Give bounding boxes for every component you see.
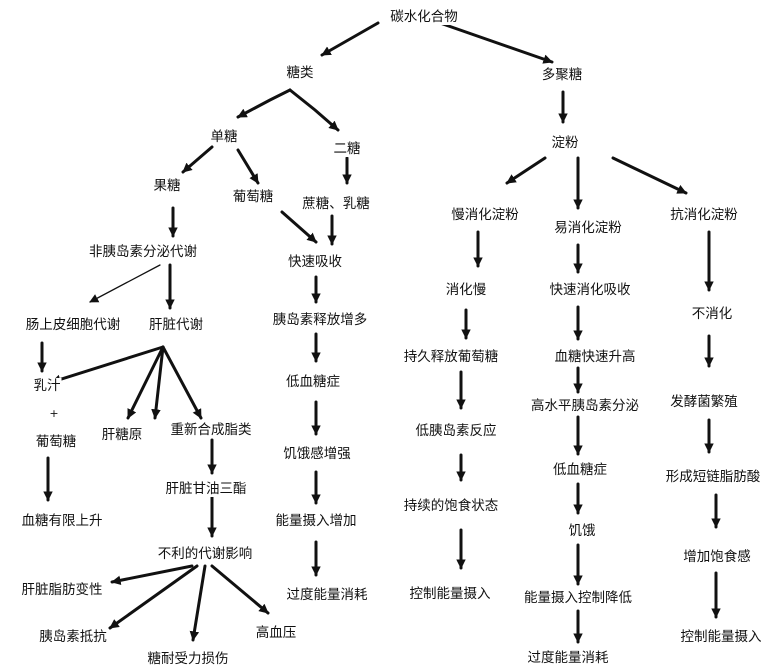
node-adverse-metabolic: 不利的代谢影响: [156, 546, 254, 562]
node-slow-digestible-starch: 慢消化淀粉: [450, 207, 520, 223]
arrow: [236, 88, 292, 119]
node-sucrose-lactose: 蔗糖、乳糖: [301, 196, 371, 212]
node-satiety-increase: 增加饱食感: [682, 549, 752, 565]
node-short-chain-fatty-acids: 形成短链脂肪酸: [664, 469, 762, 485]
node-hunger-increase: 饥饿感增强: [282, 446, 352, 462]
node-fast-absorption: 快速吸收: [287, 254, 343, 270]
arrow: [280, 210, 318, 244]
arrow: [161, 345, 203, 420]
node-lipid-resynthesis: 重新合成脂类: [169, 422, 253, 438]
node-resistant-starch: 抗消化淀粉: [669, 207, 739, 223]
node-plus: +: [48, 406, 60, 422]
arrow: [110, 564, 194, 586]
node-energy-intake-up: 能量摄入增加: [274, 513, 358, 529]
node-rapid-glucose-rise: 血糖快速升高: [553, 349, 637, 365]
node-liver-glycogen: 肝糖原: [100, 427, 144, 443]
node-intestinal-metabolism: 肠上皮细胞代谢: [24, 317, 122, 333]
node-hypertension: 高血压: [254, 625, 298, 641]
arrow: [151, 345, 165, 420]
node-limited-glucose-rise: 血糖有限上升: [20, 513, 104, 529]
node-slow-digestion: 消化慢: [444, 282, 488, 298]
node-non-insulin-metabolism: 非胰岛素分泌代谢: [88, 244, 198, 260]
node-excess-energy-2: 过度能量消耗: [526, 650, 610, 666]
arrow: [438, 21, 554, 64]
arrow: [50, 345, 165, 384]
node-monosaccharide: 单糖: [209, 129, 239, 145]
node-glucose-2: 葡萄糖: [34, 434, 78, 450]
node-starch: 淀粉: [550, 135, 580, 151]
node-disaccharide: 二糖: [332, 141, 362, 157]
node-hunger: 饥饿: [567, 523, 597, 539]
node-intake-control-down: 能量摄入控制降低: [523, 590, 633, 606]
node-hypoglycemia: 低血糖症: [285, 374, 341, 390]
arrow: [89, 264, 161, 303]
node-fermenting-bacteria: 发酵菌繁殖: [669, 394, 739, 410]
node-low-insulin-response: 低胰岛素反应: [414, 423, 498, 439]
node-fast-digestion-absorption: 快速消化吸收: [548, 282, 632, 298]
node-polysaccharide: 多聚糖: [540, 67, 584, 83]
node-hypoglycemia-2: 低血糖症: [552, 462, 608, 478]
node-control-energy-intake: 控制能量摄入: [408, 586, 492, 602]
node-sustained-glucose-release: 持久释放葡萄糖: [402, 349, 500, 365]
arrow: [210, 564, 270, 615]
arrow: [288, 88, 340, 132]
arrow: [320, 21, 380, 57]
node-excess-energy: 过度能量消耗: [285, 587, 369, 603]
node-carbohydrate: 碳水化合物: [389, 9, 459, 25]
node-fructose: 果糖: [152, 178, 182, 194]
node-insulin-resistance: 胰岛素抵抗: [38, 629, 108, 645]
node-sugars: 糖类: [285, 65, 315, 81]
node-lactate: 乳汁: [32, 378, 62, 394]
node-liver-metabolism: 肝脏代谢: [148, 317, 204, 333]
arrow: [611, 156, 688, 195]
node-fatty-liver: 肝脏脂肪变性: [20, 582, 104, 598]
node-glucose-intolerance: 糖耐受力损伤: [146, 651, 230, 667]
node-glucose: 葡萄糖: [231, 189, 275, 205]
arrow: [236, 148, 260, 185]
node-not-digested: 不消化: [690, 306, 734, 322]
node-control-energy-intake-2: 控制能量摄入: [679, 629, 763, 645]
node-liver-triglyceride: 肝脏甘油三酯: [164, 481, 248, 497]
arrow: [126, 345, 165, 420]
node-insulin-release-up: 胰岛素释放增多: [271, 312, 369, 328]
arrow: [181, 145, 214, 174]
node-high-insulin-secretion: 高水平胰岛素分泌: [530, 398, 640, 414]
node-sustained-satiety: 持续的饱食状态: [402, 498, 500, 514]
node-easily-digestible-starch: 易消化淀粉: [553, 220, 623, 236]
arrow: [505, 156, 547, 185]
arrow: [189, 564, 207, 642]
arrow: [108, 564, 199, 630]
